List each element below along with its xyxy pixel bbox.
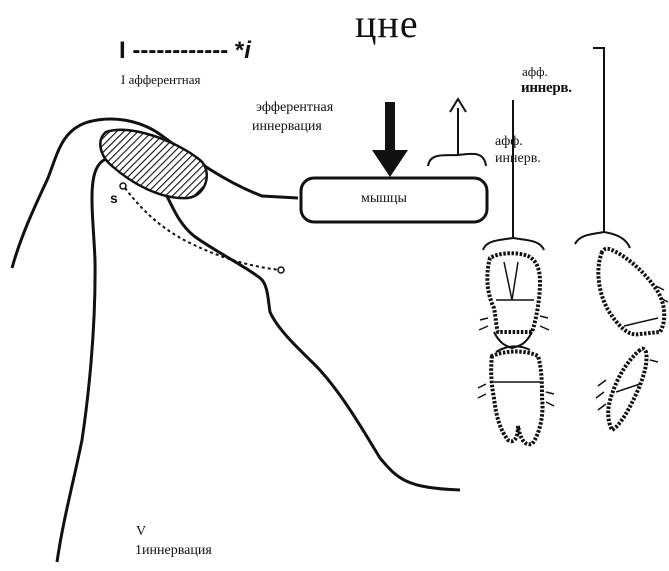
dash-line-text: I ------------ *i [119,37,251,65]
lower-molar [491,352,542,445]
right-incisor-lower [608,349,646,430]
nerve-path-dotted [125,188,280,270]
muscles-label: мышцы [361,191,407,207]
aff-mid-label-line1: афф. [495,134,523,150]
s-label: s [110,190,118,206]
bottom-v-label: V [136,524,146,540]
afferent-bracket-mid [428,154,486,166]
aff-right-label-line1: афф. [522,64,548,80]
tooth-bracket-right [575,232,630,248]
top-fragment-text: цне [355,0,419,47]
occlusal-junction [494,332,532,352]
afferent-left-label: I афферентная [121,72,201,88]
efferent-label-line1: эфферентная [256,100,333,116]
hatched-region [100,130,206,198]
aff-right-label-line2: иннерв. [521,80,572,97]
right-incisor-upper [598,249,664,335]
aff-mid-label-line2: иннерв. [495,151,541,167]
right-nerve-line [593,48,604,232]
dash-line-main: I ------------ * [119,37,244,64]
nerve-end-dot [278,267,284,273]
tooth-bracket-mid [483,238,544,250]
efferent-label-line2: иннервация [252,119,322,135]
bottom-innervation-label: 1иннервация [135,543,212,559]
dash-line-tail: i [244,37,251,64]
efferent-arrow [372,102,408,177]
